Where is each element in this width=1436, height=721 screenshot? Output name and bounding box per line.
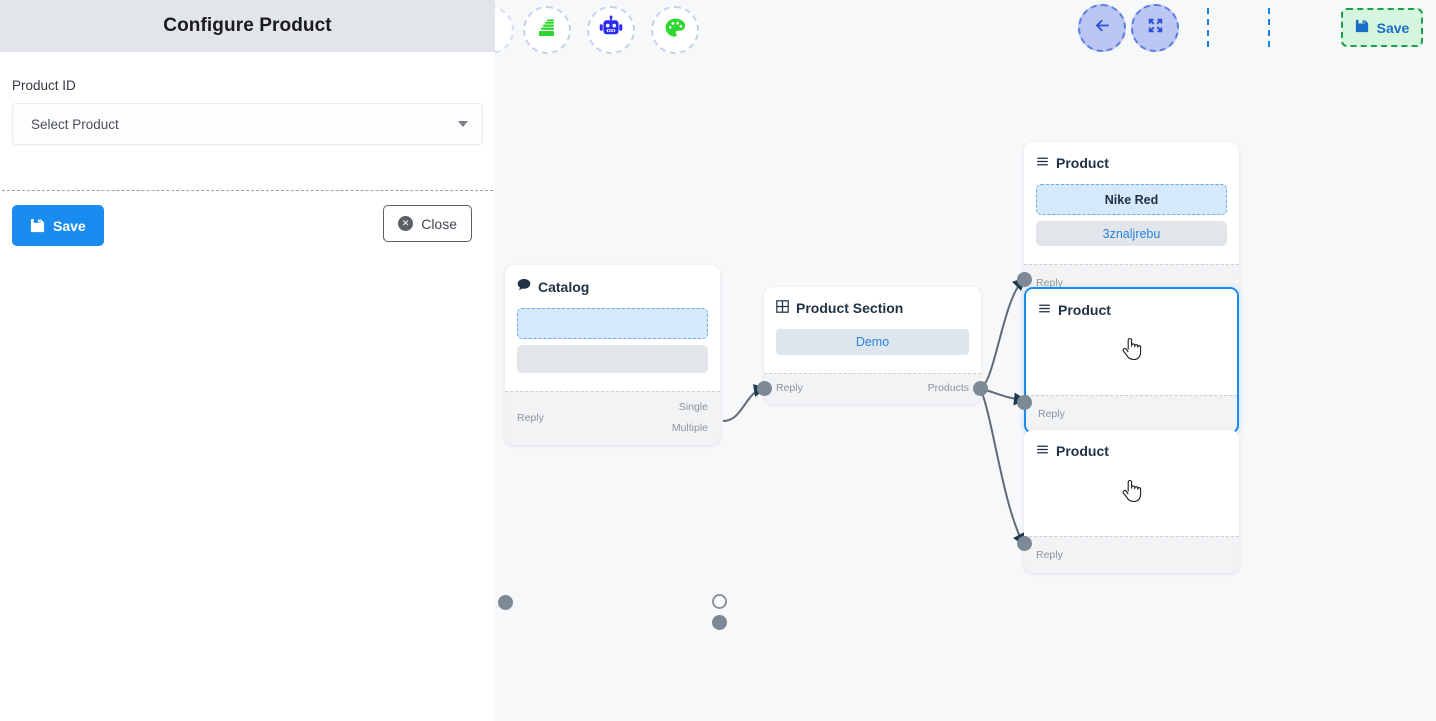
close-button-label: Close <box>421 215 457 232</box>
compress-button[interactable] <box>1131 4 1179 52</box>
robot-icon <box>598 15 624 46</box>
product-section-port-reply-label: Reply <box>776 382 803 394</box>
flow-canvas[interactable]: Save <box>495 0 1436 721</box>
node-product-2[interactable]: Product Reply <box>1017 287 1239 434</box>
catalog-port-single-dot[interactable] <box>712 594 727 609</box>
node-product-section[interactable]: Product Section Demo Reply Products <box>757 287 988 404</box>
hamburger-menu-icon <box>1036 155 1049 171</box>
empty-toolbar-slot[interactable] <box>1207 8 1270 47</box>
node-product-1-body: Product Nike Red 3znaljrebu <box>1024 142 1239 264</box>
product-select[interactable]: Select Product <box>12 103 483 145</box>
canvas-save-button[interactable]: Save <box>1341 8 1423 47</box>
product-2-empty-content[interactable] <box>1038 331 1225 383</box>
product-section-ports: Reply Products <box>776 382 969 394</box>
node-catalog-title: Catalog <box>517 278 708 295</box>
back-button[interactable] <box>1078 4 1126 52</box>
configure-product-panel: Configure Product Product ID Select Prod… <box>0 0 495 721</box>
product-select-placeholder: Select Product <box>31 116 119 132</box>
canvas-save-label: Save <box>1376 19 1410 36</box>
node-product-3-body: Product <box>1024 430 1239 536</box>
node-catalog-body: Catalog <box>505 265 720 391</box>
toolbar-button-palette[interactable] <box>651 6 699 54</box>
panel-body: Product ID Select Product <box>0 52 495 190</box>
catalog-ports: Reply Single Multiple <box>517 400 708 435</box>
product-3-empty-content[interactable] <box>1036 472 1227 524</box>
page-title: Configure Product <box>163 15 332 36</box>
node-product-section-separator <box>764 373 981 374</box>
hamburger-menu-icon <box>1038 302 1051 318</box>
chat-bubble-icon <box>517 278 531 295</box>
product-id-label: Product ID <box>12 78 76 93</box>
x-circle-icon: ✕ <box>398 216 414 231</box>
save-button-label: Save <box>53 217 86 234</box>
product-section-port-products-dot[interactable] <box>973 381 988 396</box>
product-1-port-reply-label: Reply <box>1036 277 1063 289</box>
hamburger-menu-icon <box>1036 443 1049 459</box>
close-button[interactable]: ✕ Close <box>383 205 472 242</box>
catalog-port-multiple-dot[interactable] <box>712 615 727 630</box>
node-product-2-body: Product <box>1026 289 1237 395</box>
node-product-3-footer: Reply <box>1024 537 1239 573</box>
product-1-block-name[interactable]: Nike Red <box>1036 184 1227 215</box>
save-button[interactable]: Save <box>12 205 104 246</box>
panel-header: Configure Product <box>0 0 495 52</box>
toolbar-button-bot[interactable] <box>587 6 635 54</box>
product-section-port-reply-dot[interactable] <box>757 381 772 396</box>
toolbar-button-layers[interactable] <box>523 6 571 54</box>
panel-divider <box>2 190 493 191</box>
palette-icon <box>663 16 687 45</box>
product-section-port-products-label: Products <box>927 382 969 394</box>
node-product-1-footer: Reply <box>1024 265 1239 301</box>
product-1-block-code[interactable]: 3znaljrebu <box>1036 221 1227 246</box>
floppy-disk-icon <box>30 218 45 233</box>
toolbar-button-partial[interactable] <box>495 6 514 54</box>
catalog-port-single-label: Single <box>678 401 708 413</box>
node-product-2-title: Product <box>1038 302 1225 318</box>
node-product-3-title-text: Product <box>1056 443 1109 459</box>
catalog-port-reply-dot[interactable] <box>498 595 513 610</box>
product-3-port-reply-dot[interactable] <box>1017 536 1032 551</box>
node-product-2-footer: Reply <box>1026 396 1237 432</box>
node-product-1-title-text: Product <box>1056 155 1109 171</box>
arrow-left-icon <box>1093 16 1112 40</box>
catalog-out-ports: Single Multiple <box>672 400 708 435</box>
catalog-block-gray[interactable] <box>517 345 708 373</box>
node-catalog-title-text: Catalog <box>538 278 590 295</box>
node-product-2-title-text: Product <box>1058 302 1111 318</box>
product-2-port-reply-dot[interactable] <box>1017 395 1032 410</box>
node-catalog[interactable]: Catalog Reply Single Multiple <box>498 265 727 630</box>
edge-section-to-product-1 <box>980 277 1026 389</box>
compress-arrows-icon <box>1146 16 1165 40</box>
layers-stack-icon <box>535 16 559 45</box>
node-product-1[interactable]: Product Nike Red 3znaljrebu Reply <box>1017 142 1239 301</box>
edge-catalog-to-section <box>722 384 767 422</box>
node-product-1-title: Product <box>1036 155 1227 171</box>
node-product-section-footer: Reply Products <box>764 374 981 404</box>
node-product-3-separator <box>1024 536 1239 537</box>
node-product-section-body: Product Section Demo <box>764 287 981 373</box>
catalog-block-dashed[interactable] <box>517 308 708 339</box>
chevron-down-icon <box>458 121 468 127</box>
product-1-port-reply-dot[interactable] <box>1017 272 1032 287</box>
panel-footer: Save ✕ Close <box>0 191 495 246</box>
node-product-3-title: Product <box>1036 443 1227 459</box>
node-catalog-footer: Reply Single Multiple <box>505 392 720 445</box>
catalog-port-multiple-label: Multiple <box>671 422 708 434</box>
node-catalog-separator <box>505 391 720 392</box>
floppy-disk-icon <box>1355 19 1369 36</box>
product-3-port-reply-label: Reply <box>1036 549 1063 561</box>
product-2-port-reply-label: Reply <box>1038 408 1065 420</box>
node-product-1-separator <box>1024 264 1239 265</box>
product-section-demo-button[interactable]: Demo <box>776 329 969 355</box>
edge-section-to-product-3 <box>980 389 1025 547</box>
node-product-2-separator <box>1026 395 1237 396</box>
catalog-port-reply-label: Reply <box>517 411 544 424</box>
node-product-section-title: Product Section <box>776 300 969 316</box>
node-product-3[interactable]: Product Reply <box>1017 430 1239 573</box>
grid-table-icon <box>776 300 789 316</box>
node-product-section-title-text: Product Section <box>796 300 904 316</box>
